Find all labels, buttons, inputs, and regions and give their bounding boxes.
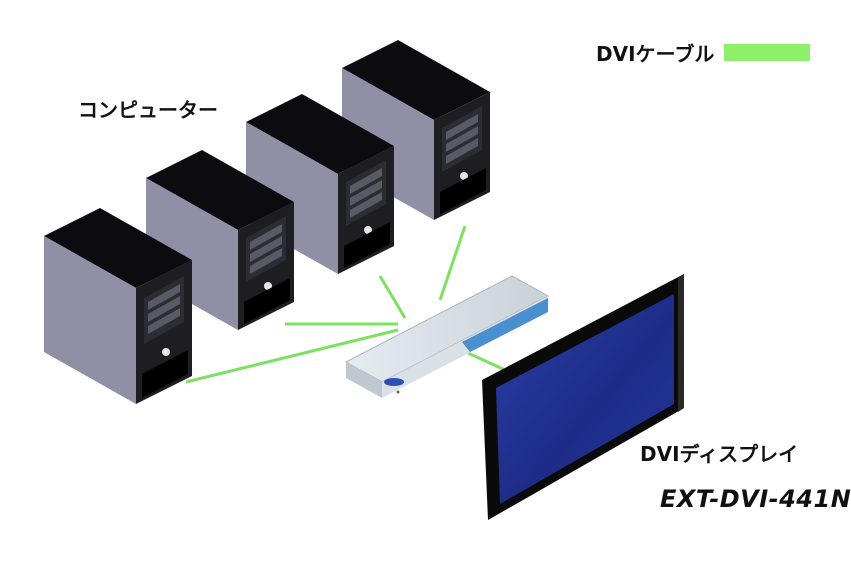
monitor-icon bbox=[482, 274, 684, 520]
dvi-cable-3 bbox=[378, 275, 407, 319]
cable-legend-label: DVIケーブル bbox=[596, 42, 715, 66]
model-label: EXT-DVI-441N bbox=[660, 485, 851, 513]
computer-tower-icon bbox=[44, 208, 192, 404]
computers-label: コンピューター bbox=[78, 98, 218, 122]
kvm-switch-icon bbox=[344, 275, 550, 398]
computer-tower-icon bbox=[246, 94, 394, 274]
diagram-svg bbox=[44, 40, 684, 520]
dvi-cable-4 bbox=[438, 225, 467, 301]
display-label: DVIディスプレイ bbox=[640, 442, 799, 466]
diagram-stage: コンピューター DVIケーブル DVIディスプレイ EXT-DVI-441N bbox=[44, 38, 851, 520]
computer-tower-icon bbox=[146, 150, 294, 330]
cable-legend: DVIケーブル bbox=[596, 38, 811, 67]
dvi-cables bbox=[185, 225, 506, 384]
dvi-cable-5 bbox=[467, 351, 506, 372]
cable-legend-swatch bbox=[724, 44, 811, 61]
dvi-cable-1 bbox=[185, 328, 399, 384]
